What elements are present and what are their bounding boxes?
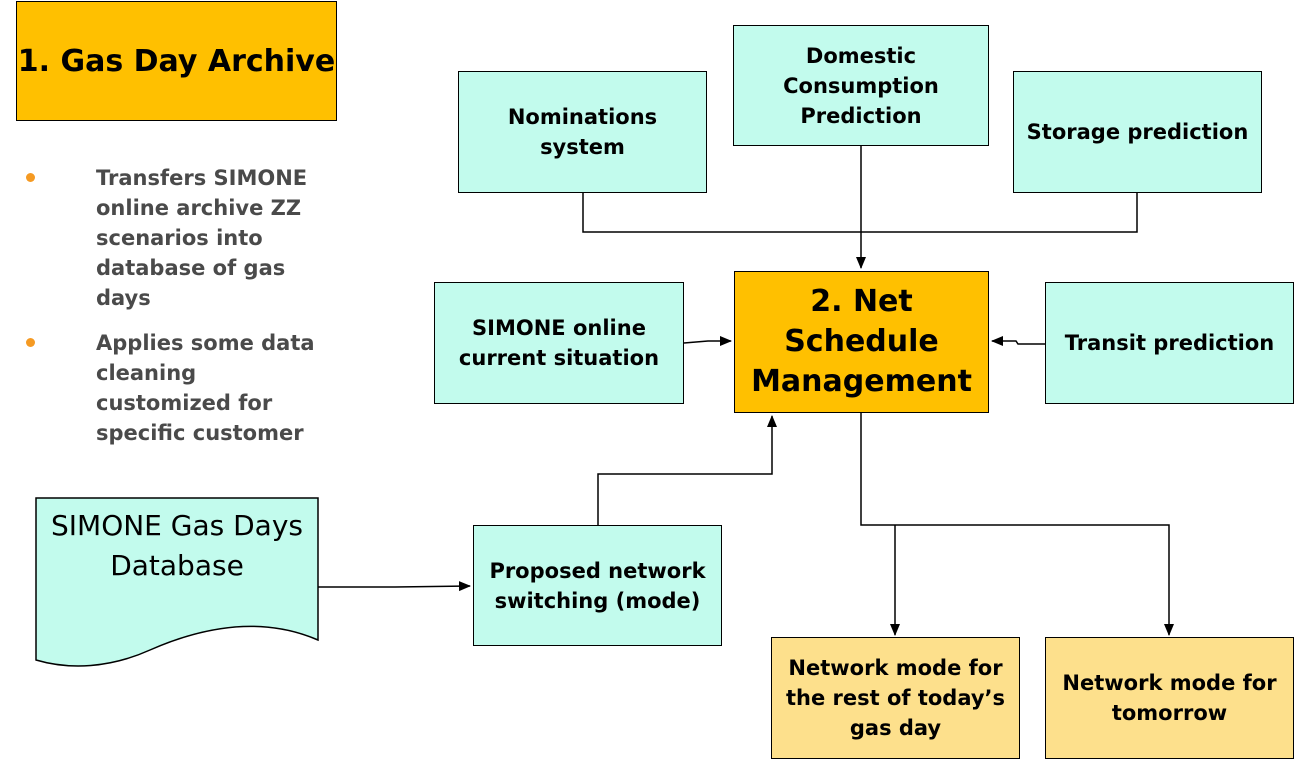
box-line: Consumption xyxy=(783,73,939,98)
nominations-system-box: Nominations system xyxy=(458,71,707,193)
box-line: gas day xyxy=(849,716,942,740)
connector-nominations xyxy=(582,193,1138,233)
gas-day-archive-title: 1. Gas Day Archive xyxy=(16,1,337,121)
box-line: 2. Net xyxy=(810,284,913,319)
connector-transit xyxy=(991,336,1045,346)
connector-database xyxy=(318,581,471,592)
bullet-item: Transfers SIMONE online archive ZZ scena… xyxy=(26,163,326,313)
simone-online-box: SIMONE online current situation xyxy=(434,282,684,404)
box-line: Prediction xyxy=(800,103,922,128)
box-line: Nominations xyxy=(507,105,658,129)
box-line: SIMONE online xyxy=(472,316,646,340)
network-mode-tomorrow-box: Network mode for tomorrow xyxy=(1045,637,1294,759)
box-line: Transit prediction xyxy=(1064,331,1275,355)
bullet-dot-icon xyxy=(26,173,35,182)
bullet-item: Applies some data cleaning customized fo… xyxy=(26,328,326,448)
bullet-text: Applies some data cleaning customized fo… xyxy=(96,331,315,445)
box-line: current situation xyxy=(458,346,660,370)
connector-simone-online xyxy=(683,336,732,346)
network-mode-today-box: Network mode for the rest of today’s gas d… xyxy=(771,637,1020,759)
box-line: Network mode for xyxy=(788,656,1003,680)
box-line: Management xyxy=(751,364,972,399)
box-line: switching (mode) xyxy=(494,588,701,613)
box-line: system xyxy=(540,135,625,159)
connector-outputs xyxy=(860,413,1174,636)
bullet-text: Transfers SIMONE online archive ZZ scena… xyxy=(96,166,308,310)
proposed-network-switching-box: Proposed network switching (mode) xyxy=(473,525,722,646)
transit-prediction-box: Transit prediction xyxy=(1045,282,1294,404)
storage-prediction-box: Storage prediction xyxy=(1013,71,1262,193)
title-text: 1. Gas Day Archive xyxy=(17,43,336,79)
database-line: Database xyxy=(110,549,244,582)
connector-proposed xyxy=(597,415,777,525)
box-line: Schedule xyxy=(784,324,939,359)
box-line: Network mode for xyxy=(1062,671,1277,695)
box-line: Storage prediction xyxy=(1026,120,1249,144)
database-shape xyxy=(35,497,319,667)
database-label: SIMONE Gas Days Database xyxy=(36,506,318,586)
box-line: the rest of today’s xyxy=(785,686,1006,710)
feature-bullets: Transfers SIMONE online archive ZZ scena… xyxy=(26,163,326,463)
box-line: Proposed network xyxy=(489,558,706,583)
box-line: tomorrow xyxy=(1111,701,1228,725)
box-line: Domestic xyxy=(805,43,917,68)
bullet-dot-icon xyxy=(26,338,35,347)
database-line: SIMONE Gas Days xyxy=(51,509,303,542)
